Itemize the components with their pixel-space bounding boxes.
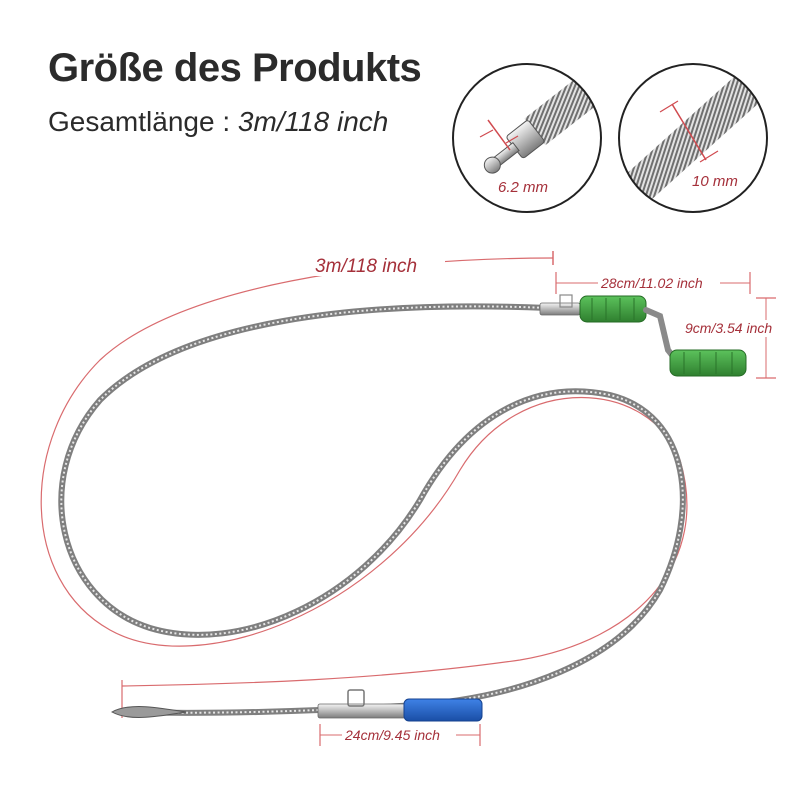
total-length-label: 3m/118 inch bbox=[315, 256, 417, 277]
total-length-outline bbox=[40, 257, 688, 687]
crank-handle bbox=[539, 294, 747, 377]
page-title: Größe des Produkts bbox=[48, 46, 422, 90]
tip-detail-circle: 6.2 mm bbox=[452, 63, 602, 213]
grip-length-label: 24cm/9.45 inch bbox=[344, 727, 440, 743]
cable bbox=[58, 303, 686, 716]
total-length-line: Gesamtlänge : 3m/118 inch bbox=[48, 106, 388, 138]
total-length-value: 3m/118 inch bbox=[237, 106, 389, 137]
spring-detail-circle: 10 mm bbox=[618, 63, 768, 213]
handle-height-label: 9cm/3.54 inch bbox=[685, 320, 772, 336]
total-length-label: Gesamtlänge : bbox=[48, 106, 238, 137]
cable-tip bbox=[110, 706, 187, 718]
handle-length-label: 28cm/11.02 inch bbox=[600, 275, 703, 291]
blue-grip-assembly bbox=[317, 689, 483, 722]
tip-diameter-label: 6.2 mm bbox=[498, 179, 548, 196]
spring-diameter-label: 10 mm bbox=[692, 173, 738, 190]
